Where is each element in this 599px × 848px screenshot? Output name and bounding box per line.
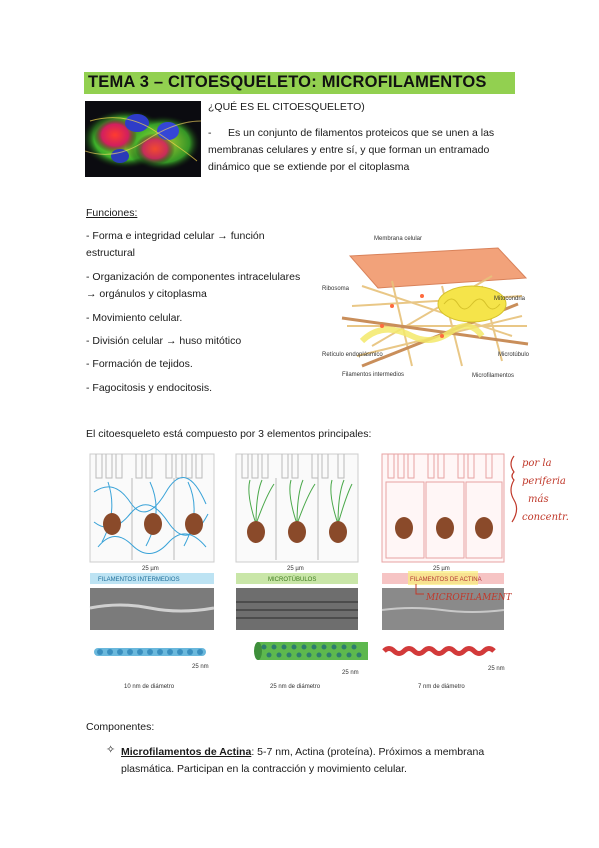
handnote-line-3: más xyxy=(528,494,549,505)
panel-microtubules xyxy=(235,453,359,563)
title-highlight xyxy=(84,72,515,94)
composition-intro: El citoesqueleto está compuesto por 3 el… xyxy=(86,428,372,440)
microfilament-term: Microfilamentos de Actina xyxy=(121,746,252,758)
label-microtubulo: Microtúbulo xyxy=(498,352,530,358)
nm-scale-1: 25 nm xyxy=(192,664,209,670)
microfilament-details: : 5-7 nm, Actina (proteína). Próximos a … xyxy=(121,746,485,775)
intro-question: ¿QUÉ ES EL CITOESQUELETO) xyxy=(208,101,365,113)
panel-intermediate-filaments xyxy=(89,453,215,563)
label-ribosoma: Ribosoma xyxy=(322,286,350,292)
handnote-periferia: por la periferia más concentr. xyxy=(506,452,592,532)
banner-actin: FILAMENTOS DE ACTINA xyxy=(410,577,482,583)
label-microfilamentos: Microfilamentos xyxy=(472,373,514,379)
diameter-microtubules: 25 nm de diámetro xyxy=(270,684,321,690)
actin-model xyxy=(382,646,496,656)
definition-dash: - xyxy=(208,127,212,139)
cytoskeleton-3d-diagram: Membrana celular Mitocondria Ribosoma Re… xyxy=(322,226,536,382)
handnote-microfilamentos: MICROFILAMENTOS xyxy=(425,593,512,603)
function-item-1: - Forma e integridad celular → función e… xyxy=(86,230,265,259)
intermediate-model xyxy=(94,648,206,656)
cell-fluorescence-photo xyxy=(85,101,201,177)
function-item-4: - División celular → huso mitótico xyxy=(86,335,242,347)
handnote-line-2: periferia xyxy=(522,476,566,487)
label-filamentos-intermedios: Filamentos intermedios xyxy=(342,372,404,378)
panel-actin-filaments xyxy=(381,453,505,563)
cytoskeleton-types-figure: 25 µm 25 µm 25 µm FILAMENTOS INTERMEDIOS… xyxy=(88,452,525,696)
label-mitocondria: Mitocondria xyxy=(494,296,526,302)
diameter-actin: 7 nm de diámetro xyxy=(418,684,465,690)
label-membrana: Membrana celular xyxy=(374,236,422,242)
scale-label-1: 25 µm xyxy=(142,566,159,572)
microtubule-model xyxy=(254,642,368,660)
page-title: TEMA 3 – CITOESQUELETO: MICROFILAMENTOS xyxy=(88,73,487,91)
function-item-6: - Fagocitosis y endocitosis. xyxy=(86,382,213,394)
label-reticulo: Retículo endoplásmico xyxy=(322,352,383,358)
definition-text: Es un conjunto de filamentos proteicos q… xyxy=(208,127,495,173)
scale-label-3: 25 µm xyxy=(433,566,450,572)
handnote-line-4: concentr. xyxy=(522,512,569,523)
scale-label-2: 25 µm xyxy=(287,566,304,572)
nm-scale-2: 25 nm xyxy=(342,670,359,676)
diameter-intermediate: 10 nm de diámetro xyxy=(124,684,175,690)
microfilament-description: Microfilamentos de Actina: 5-7 nm, Actin… xyxy=(121,744,521,778)
handnote-line-1: por la xyxy=(522,458,552,469)
diamond-outline-icon: ✧ xyxy=(106,744,116,756)
functions-heading: Funciones: xyxy=(86,207,138,219)
function-item-3: - Movimiento celular. xyxy=(86,312,183,324)
nm-scale-3: 25 nm xyxy=(488,666,505,672)
banner-intermediate: FILAMENTOS INTERMEDIOS xyxy=(98,577,180,583)
banner-microtubules: MICROTÚBULOS xyxy=(268,576,316,583)
components-heading: Componentes: xyxy=(86,721,155,733)
function-item-2: - Organización de componentes intracelul… xyxy=(86,271,301,300)
function-item-5: - Formación de tejidos. xyxy=(86,358,193,370)
